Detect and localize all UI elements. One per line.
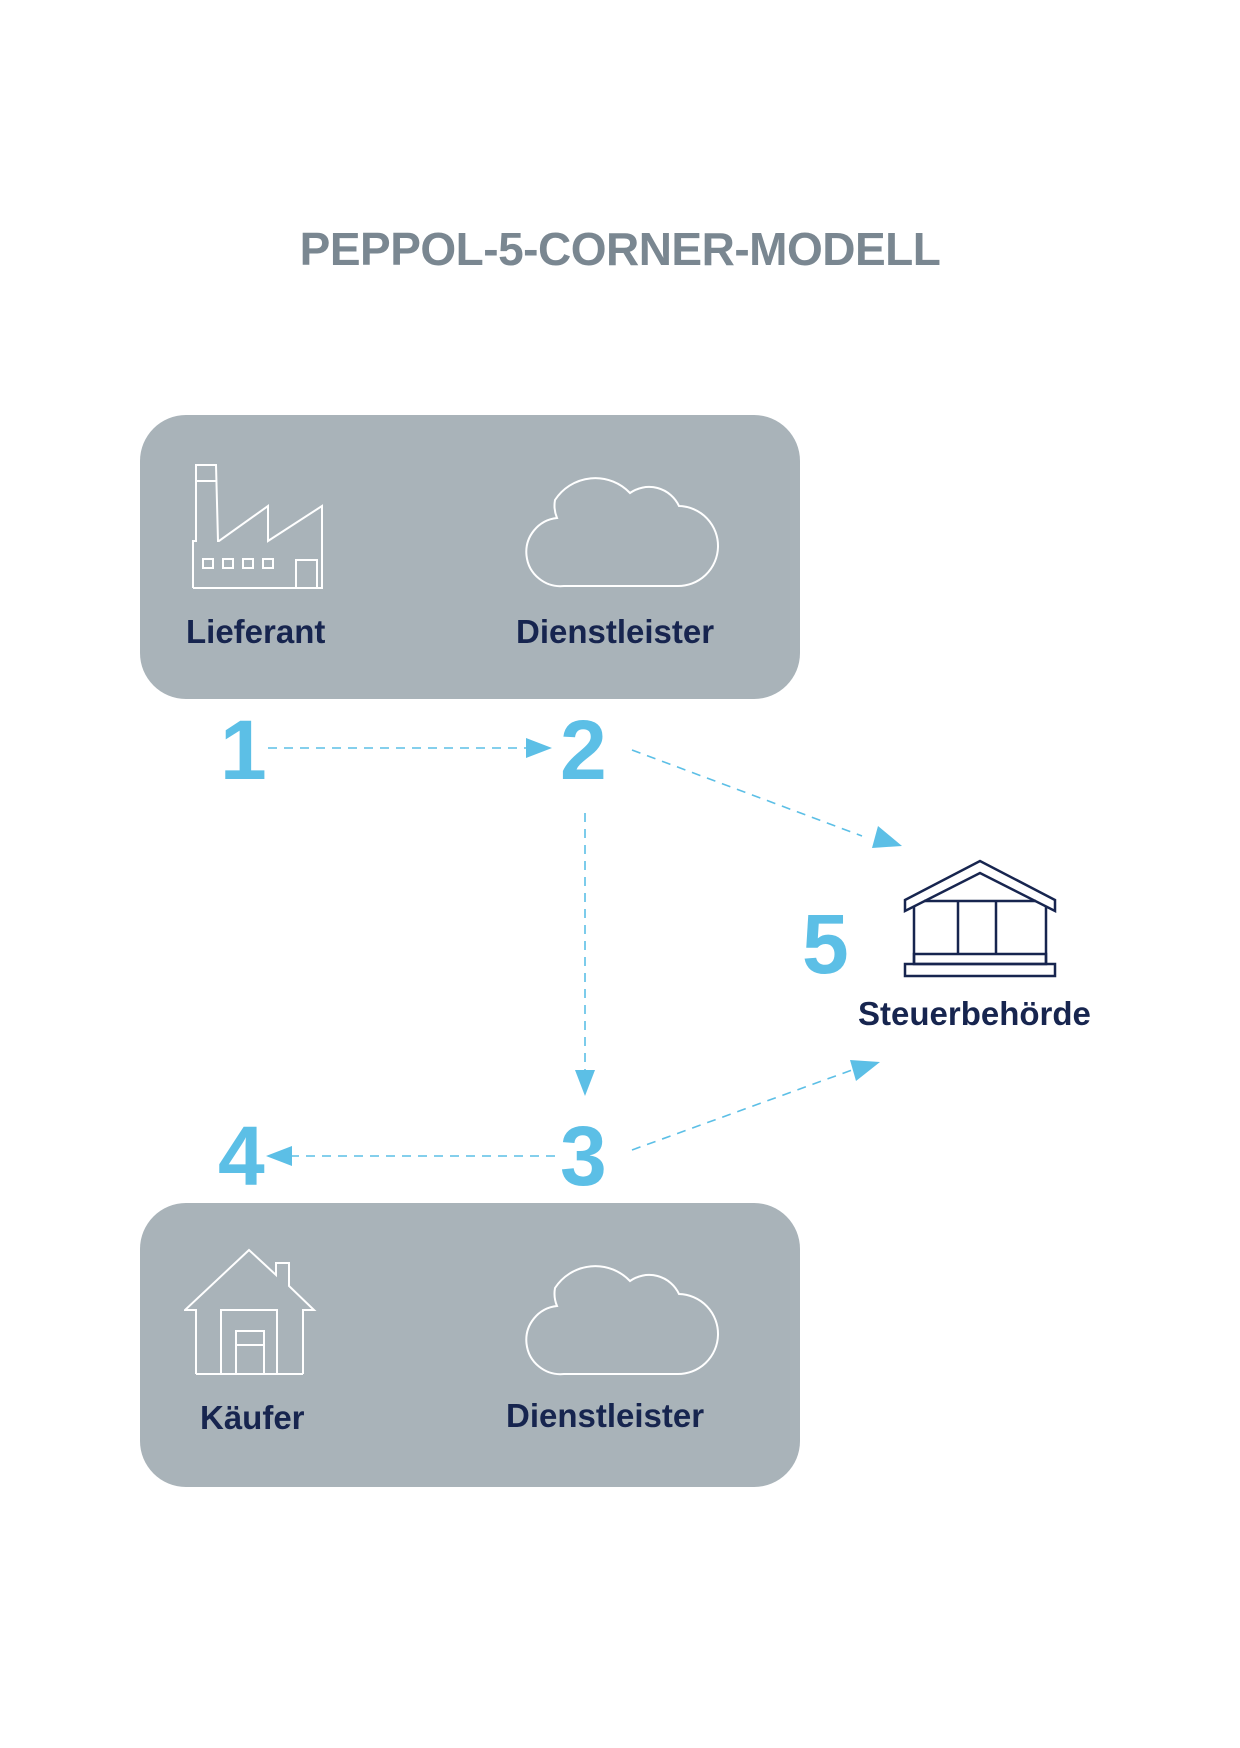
flow-arrowhead bbox=[575, 1070, 595, 1096]
authority-building-icon bbox=[903, 859, 1057, 978]
flow-arrowhead bbox=[850, 1060, 880, 1081]
factory-icon bbox=[192, 464, 323, 589]
corner-number: 3 bbox=[560, 1109, 607, 1203]
flow-arrow-3-5 bbox=[631, 1069, 853, 1151]
house-icon bbox=[184, 1248, 317, 1375]
buyer-panel: Käufer Dienstleister bbox=[140, 1203, 800, 1487]
corner-number: 5 bbox=[802, 897, 849, 991]
corner-number: 4 bbox=[218, 1109, 265, 1203]
supplier-label: Lieferant bbox=[186, 613, 326, 650]
flow-arrow-2-5 bbox=[631, 749, 863, 837]
service-provider-label: Dienstleister bbox=[506, 1397, 705, 1434]
corner-number: 1 bbox=[220, 703, 267, 797]
supplier-panel: Lieferant Dienstleister bbox=[140, 415, 800, 699]
cloud-icon bbox=[525, 477, 719, 588]
corner-number: 2 bbox=[560, 703, 607, 797]
flow-arrowhead bbox=[266, 1146, 292, 1166]
buyer-label: Käufer bbox=[200, 1399, 305, 1436]
service-provider-label: Dienstleister bbox=[516, 613, 715, 650]
tax-authority-label: Steuerbehörde bbox=[858, 995, 1091, 1032]
flow-arrowhead bbox=[526, 738, 552, 758]
page-title: PEPPOL-5-CORNER-MODELL bbox=[299, 223, 941, 275]
cloud-icon bbox=[525, 1265, 719, 1376]
flow-arrowhead bbox=[872, 826, 902, 848]
